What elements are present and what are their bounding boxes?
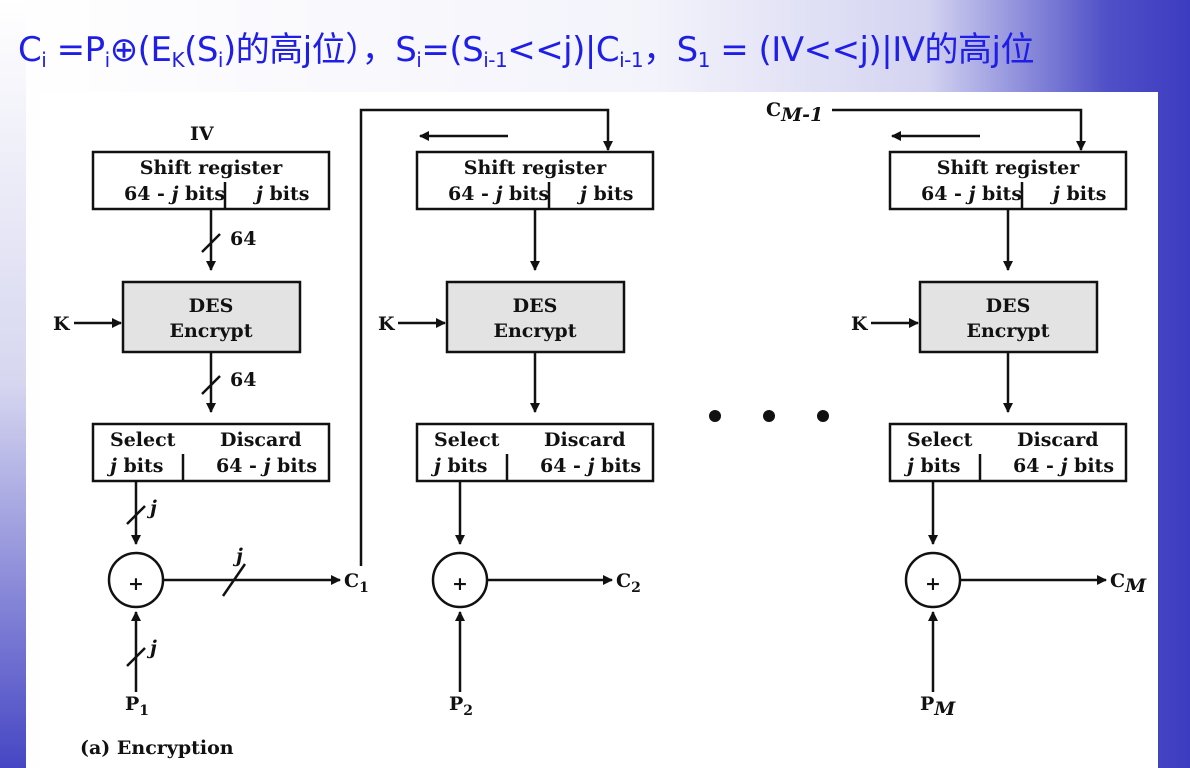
shift-register-box [91, 150, 331, 211]
discard-label: Discard [1017, 429, 1099, 451]
des-encrypt-box [918, 280, 1099, 354]
ciphertext-cm-label: CM [1110, 570, 1147, 597]
discard-label: Discard [220, 429, 302, 451]
ellipsis-dots [709, 410, 829, 422]
select-discard-box [888, 422, 1128, 483]
discard-bits-label: 64 - j bits [216, 455, 317, 477]
stage-1 [74, 108, 613, 692]
select-discard-box [415, 422, 655, 483]
select-bits-label: j bits [106, 455, 163, 477]
width-64-label: 64 [230, 369, 256, 391]
diagram-caption: (a) Encryption [80, 737, 234, 759]
des-encrypt-label: Encrypt [494, 320, 577, 342]
shift-left-bits-label: 64 - j bits [124, 183, 225, 205]
shift-right-bits-label: j bits [576, 183, 633, 205]
shift-left-bits-label: 64 - j bits [448, 183, 549, 205]
plaintext-p1-label: P1 [125, 693, 149, 719]
shift-register-label: Shift register [140, 157, 283, 179]
cfb-formula: Ci =Pi⊕(EK(Si)的高j位），Si=(Si-1<<j)|Ci-1，S1… [18, 30, 1034, 72]
key-label: K [378, 313, 396, 335]
des-title: DES [513, 295, 558, 317]
select-bits-label: j bits [903, 455, 960, 477]
width-j-label: j [146, 497, 157, 519]
key-label: K [53, 313, 71, 335]
des-title: DES [189, 295, 234, 317]
des-encrypt-label: Encrypt [967, 320, 1050, 342]
width-j-label: j [146, 637, 157, 659]
iv-label: IV [190, 123, 215, 145]
stage-m [832, 108, 1128, 692]
select-bits-label: j bits [430, 455, 487, 477]
ciphertext-c2-label: C2 [616, 570, 641, 596]
select-label: Select [907, 429, 973, 451]
plaintext-pm-label: PM [920, 693, 956, 720]
xor-symbol: + [925, 573, 941, 595]
xor-symbol: + [452, 573, 468, 595]
cfb-encryption-diagram: IV Shift register 64 - j bits j bits 64 … [53, 99, 1147, 759]
ciphertext-c1-label: C1 [344, 570, 369, 596]
shift-right-bits-label: j bits [252, 183, 309, 205]
stage-2 [398, 131, 655, 692]
discard-bits-label: 64 - j bits [1013, 455, 1114, 477]
shift-register-box [888, 150, 1128, 211]
select-label: Select [110, 429, 176, 451]
discard-bits-label: 64 - j bits [540, 455, 641, 477]
des-title: DES [986, 295, 1031, 317]
select-label: Select [434, 429, 500, 451]
width-j-label: j [232, 545, 243, 567]
discard-label: Discard [544, 429, 626, 451]
des-encrypt-label: Encrypt [170, 320, 253, 342]
width-64-label: 64 [230, 228, 256, 250]
shift-right-bits-label: j bits [1049, 183, 1106, 205]
select-discard-box [91, 422, 331, 483]
feedback-cm-1-label: CM-1 [766, 99, 823, 126]
plaintext-p2-label: P2 [449, 693, 473, 719]
left-gradient-strip [0, 0, 26, 768]
key-label: K [851, 313, 869, 335]
shift-register-box [415, 150, 655, 211]
shift-register-label: Shift register [464, 157, 607, 179]
des-encrypt-box [121, 280, 302, 354]
shift-register-label: Shift register [937, 157, 1080, 179]
shift-left-bits-label: 64 - j bits [921, 183, 1022, 205]
xor-symbol: + [128, 573, 144, 595]
